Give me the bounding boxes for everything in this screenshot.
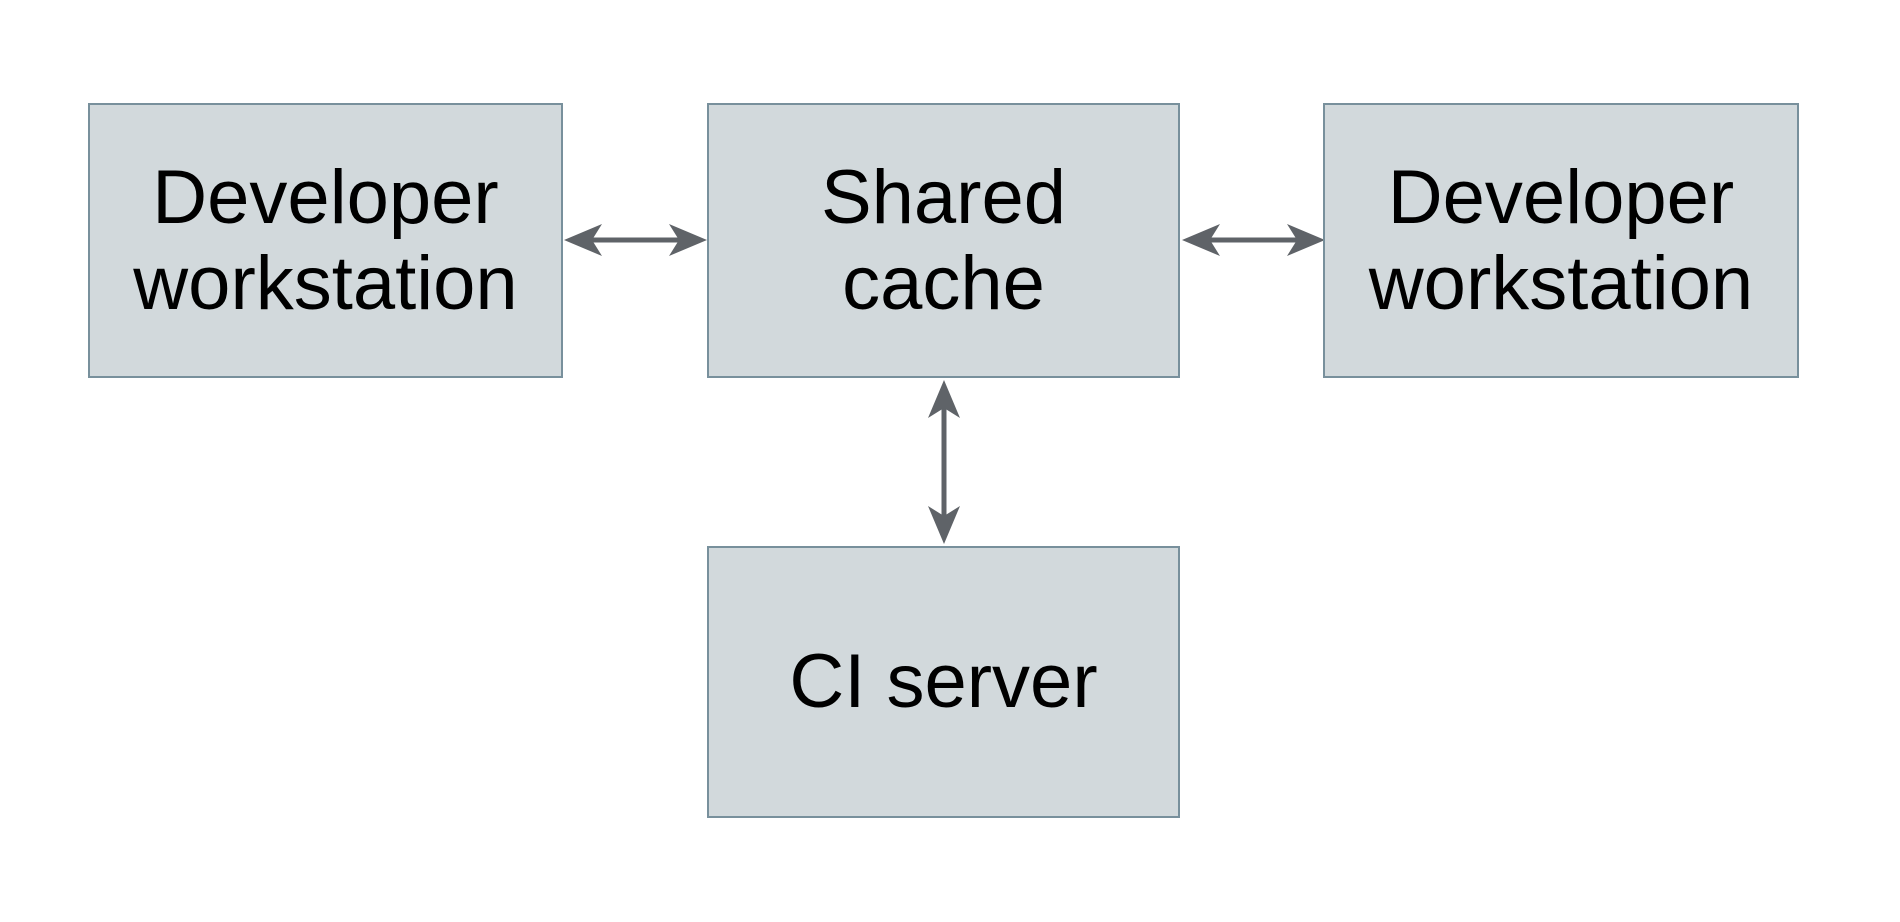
node-label-line: CI server xyxy=(789,639,1098,724)
arrowhead-right-icon xyxy=(669,224,707,256)
arrowhead-up-icon xyxy=(928,380,960,418)
edge-left-workstation-shared-cache xyxy=(564,224,707,256)
node-label-line: Developer xyxy=(1387,154,1735,240)
node-ci-server: CI server xyxy=(707,546,1180,818)
arrowhead-left-icon xyxy=(564,224,602,256)
arrowhead-right-icon xyxy=(1287,224,1325,256)
node-shared-cache: Shared cache xyxy=(707,103,1180,378)
node-developer-workstation-left: Developer workstation xyxy=(88,103,563,378)
edge-shared-cache-ci-server xyxy=(928,380,960,544)
node-label-line: workstation xyxy=(1368,240,1754,326)
arrowhead-left-icon xyxy=(1182,224,1220,256)
node-label-line: Shared xyxy=(820,154,1067,240)
node-label-line: cache xyxy=(842,240,1045,326)
node-developer-workstation-right: Developer workstation xyxy=(1323,103,1799,378)
edge-shared-cache-right-workstation xyxy=(1182,224,1325,256)
node-label-line: workstation xyxy=(133,240,518,326)
arrowhead-down-icon xyxy=(928,506,960,544)
node-label-line: Developer xyxy=(152,154,499,240)
